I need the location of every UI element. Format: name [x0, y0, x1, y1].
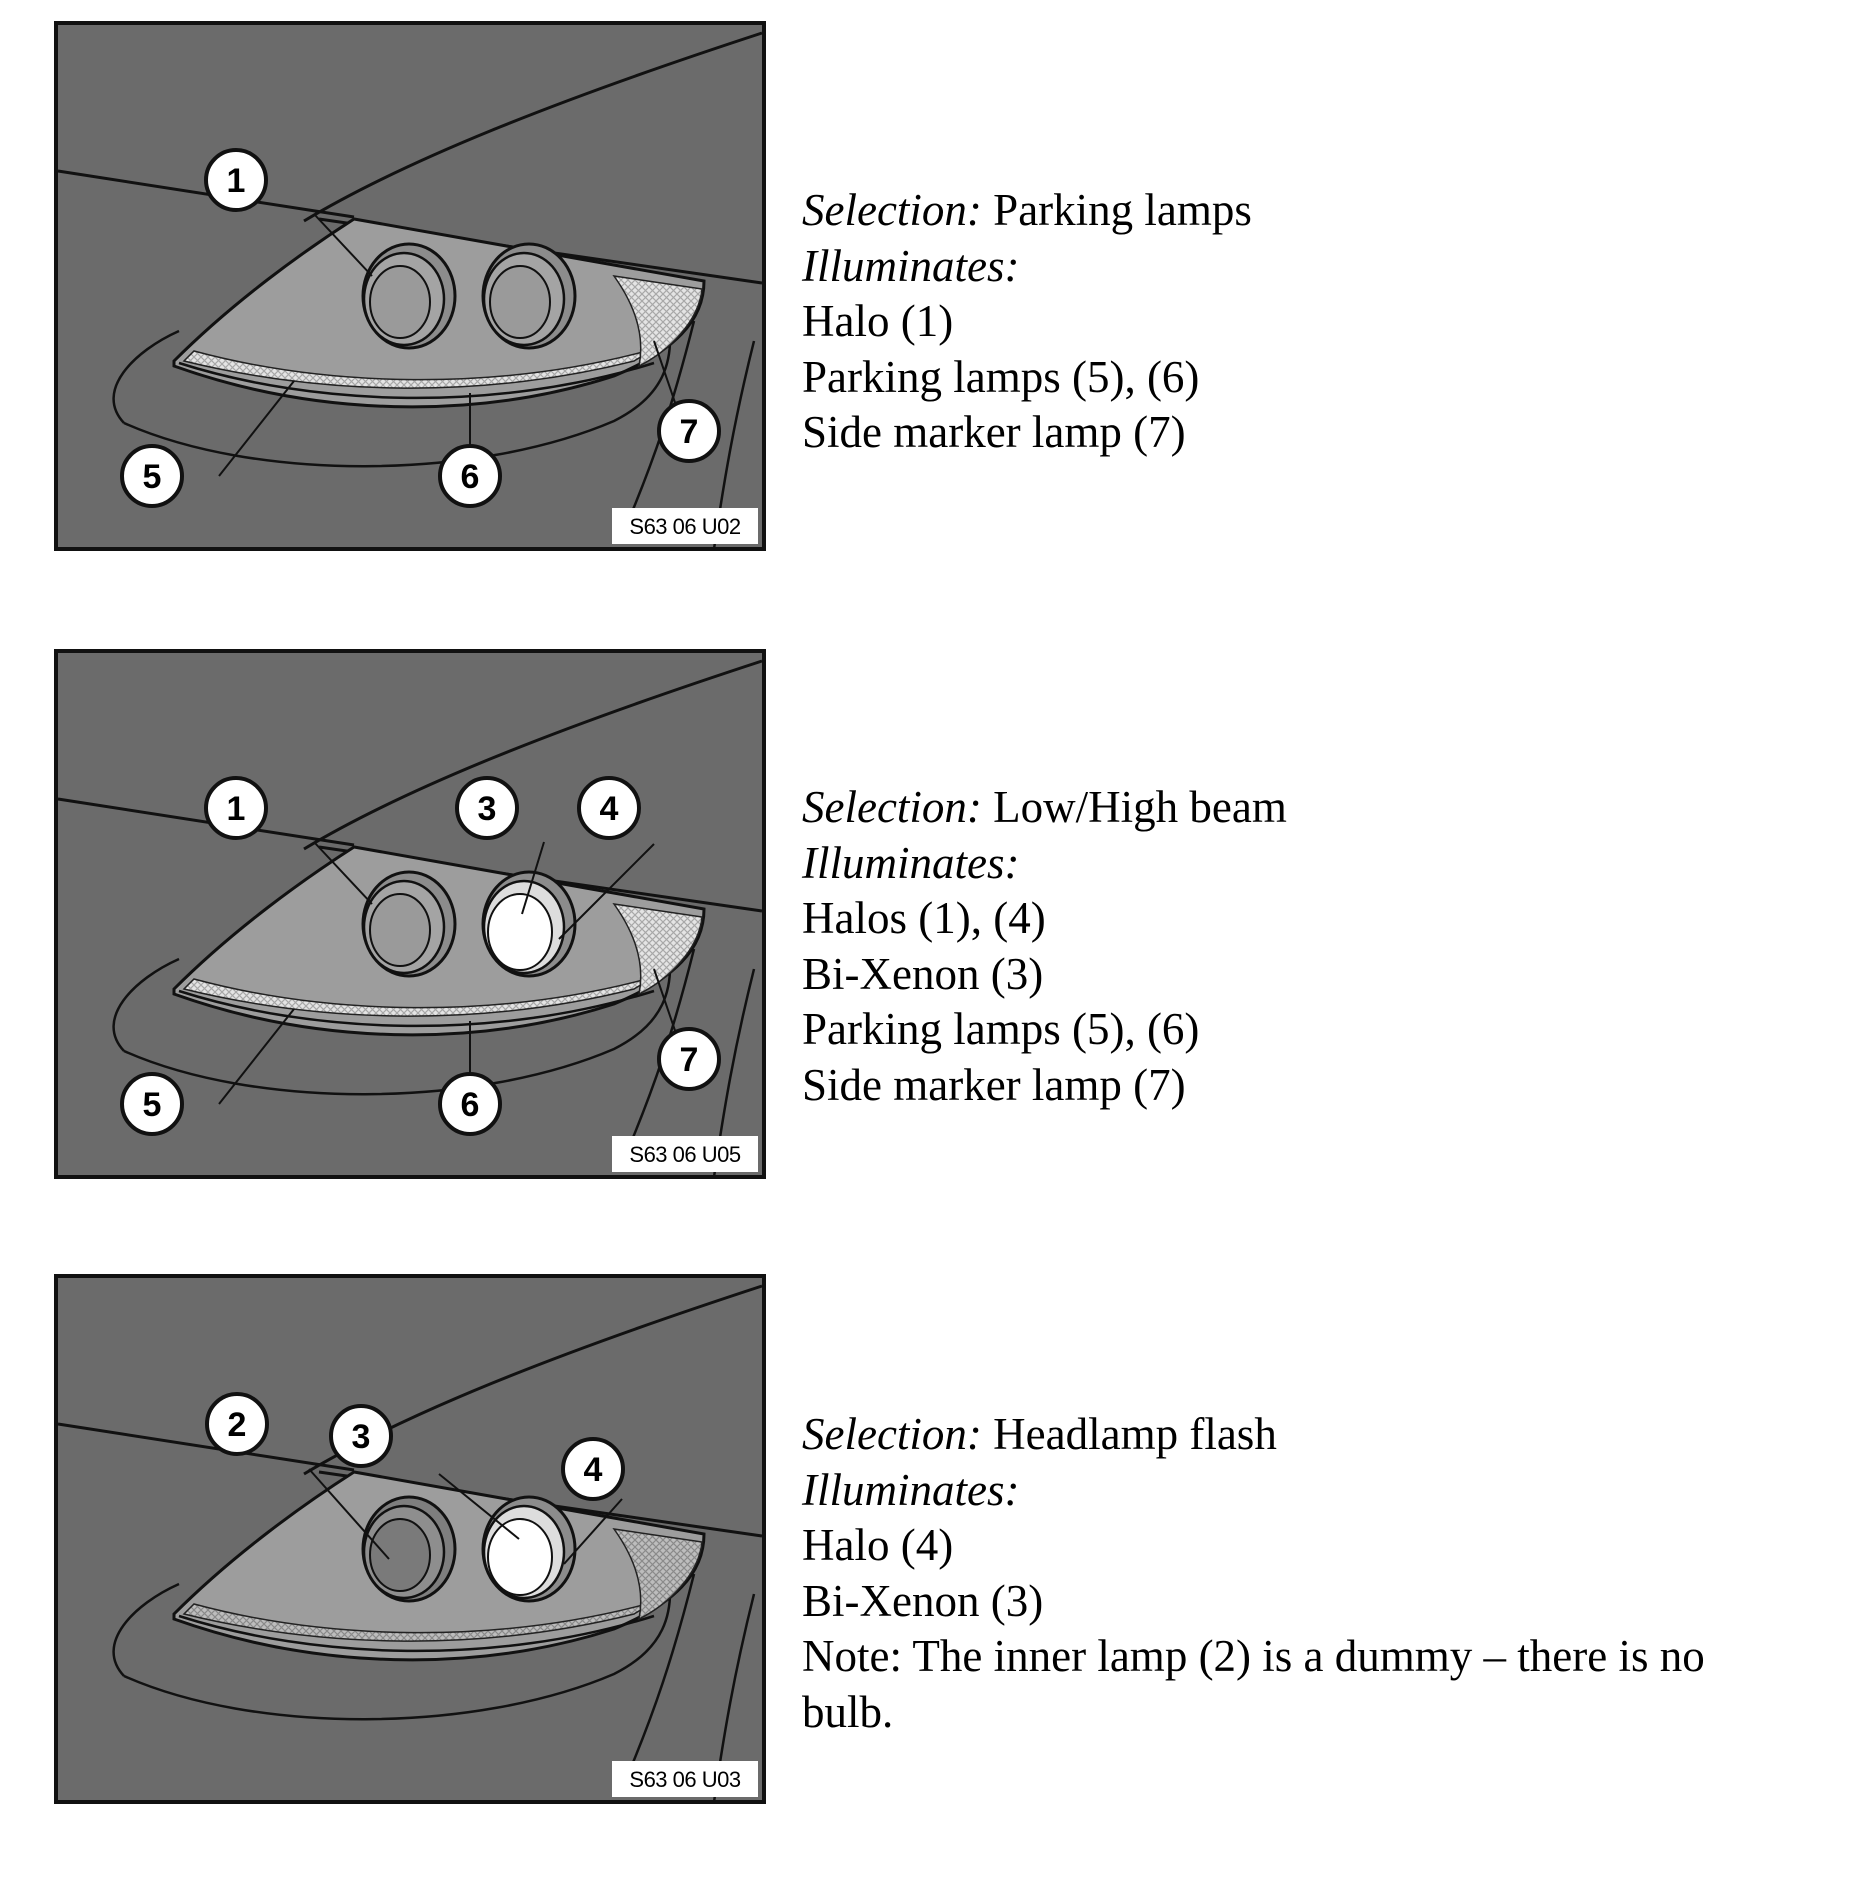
callout-6: 6	[438, 444, 502, 508]
diagram-headlamp-flash: 2 3 4 S63 06 U03	[54, 1274, 766, 1804]
illuminates-item: Bi-Xenon (3)	[802, 948, 1044, 999]
illuminates-label: Illuminates:	[802, 837, 1020, 888]
diagram-parking-lamps: 1 5 6 7 S63 06 U02	[54, 21, 766, 551]
svg-text:5: 5	[143, 1086, 162, 1124]
figure-code-box	[612, 1136, 758, 1172]
note-line: bulb.	[802, 1686, 894, 1737]
svg-text:4: 4	[600, 790, 619, 828]
callout-1: 1	[204, 148, 268, 212]
illuminates-item: Parking lamps (5), (6)	[802, 1004, 1200, 1054]
svg-text:7: 7	[680, 413, 699, 451]
illuminates-item: Side marker lamp (7)	[802, 1059, 1186, 1110]
diagram-low-high-beam: 1 3 4 5 6 7 S63 06 U05	[54, 649, 766, 1179]
selection-line: Selection: Parking lamps	[802, 183, 1822, 239]
selection-line: Selection: Low/High beam	[802, 780, 1822, 836]
illuminates-item: Halo (4)	[802, 1520, 954, 1570]
callout-3: 3	[455, 776, 519, 840]
callout-7: 7	[657, 1027, 721, 1091]
halo-ring-1	[361, 870, 457, 978]
headlamp-illustration: 2 3 4 S63 06 U03	[54, 1274, 766, 1804]
figure-code: S63 06 U02	[629, 514, 740, 539]
headlamp-illustration: 1 3 4 5 6 7 S63 06 U05	[54, 649, 766, 1179]
selection-value: Headlamp flash	[993, 1409, 1277, 1459]
illuminates-label: Illuminates:	[802, 240, 1020, 291]
headlamp-illustration: 1 5 6 7 S63 06 U02	[54, 21, 766, 551]
illuminates-label: Illuminates:	[802, 1464, 1020, 1515]
caption-low-high-beam: Selection: Low/High beam Illuminates: Ha…	[802, 780, 1822, 1113]
selection-label: Selection:	[802, 782, 982, 832]
svg-text:3: 3	[352, 1418, 371, 1456]
note-line: Note: The inner lamp (2) is a dummy – th…	[802, 1631, 1705, 1681]
callout-7: 7	[657, 399, 721, 463]
dummy-lamp-2	[361, 1495, 457, 1603]
figure-code: S63 06 U03	[629, 1767, 740, 1792]
selection-line: Selection: Headlamp flash	[802, 1407, 1822, 1463]
halo-ring-outer	[481, 242, 577, 350]
callout-6: 6	[438, 1072, 502, 1136]
side-marker-lamp	[612, 1528, 703, 1621]
figure-code-box	[612, 508, 758, 544]
side-marker-lamp	[612, 903, 703, 996]
callout-3: 3	[329, 1404, 393, 1468]
selection-value: Low/High beam	[993, 782, 1287, 832]
callout-2: 2	[205, 1392, 269, 1456]
svg-text:6: 6	[461, 458, 480, 496]
callout-1: 1	[204, 776, 268, 840]
svg-text:5: 5	[143, 458, 162, 496]
svg-text:1: 1	[227, 162, 246, 200]
svg-text:2: 2	[228, 1406, 247, 1444]
caption-parking-lamps: Selection: Parking lamps Illuminates: Ha…	[802, 183, 1822, 461]
svg-text:1: 1	[227, 790, 246, 828]
selection-label: Selection:	[802, 185, 982, 235]
figure-code-box	[612, 1761, 758, 1797]
illuminates-item: Halos (1), (4)	[802, 893, 1046, 943]
selection-label: Selection:	[802, 1409, 982, 1459]
halo-ring-1	[361, 242, 457, 350]
svg-text:6: 6	[461, 1086, 480, 1124]
svg-text:3: 3	[478, 790, 497, 828]
bi-xenon-lamp-lit	[481, 1495, 577, 1603]
callout-4: 4	[577, 776, 641, 840]
svg-text:7: 7	[680, 1041, 699, 1079]
side-marker-lamp	[612, 275, 703, 368]
illuminates-item: Bi-Xenon (3)	[802, 1575, 1044, 1626]
illuminates-item: Parking lamps (5), (6)	[802, 351, 1200, 402]
figure-code: S63 06 U05	[629, 1142, 740, 1167]
callout-4: 4	[561, 1437, 625, 1501]
illuminates-item: Side marker lamp (7)	[802, 407, 1186, 457]
callout-5: 5	[120, 1072, 184, 1136]
bi-xenon-lamp-lit	[481, 870, 577, 978]
svg-text:4: 4	[584, 1451, 603, 1489]
illuminates-item: Halo (1)	[802, 296, 954, 346]
caption-headlamp-flash: Selection: Headlamp flash Illuminates: H…	[802, 1407, 1822, 1740]
selection-value: Parking lamps	[993, 185, 1252, 235]
callout-5: 5	[120, 444, 184, 508]
